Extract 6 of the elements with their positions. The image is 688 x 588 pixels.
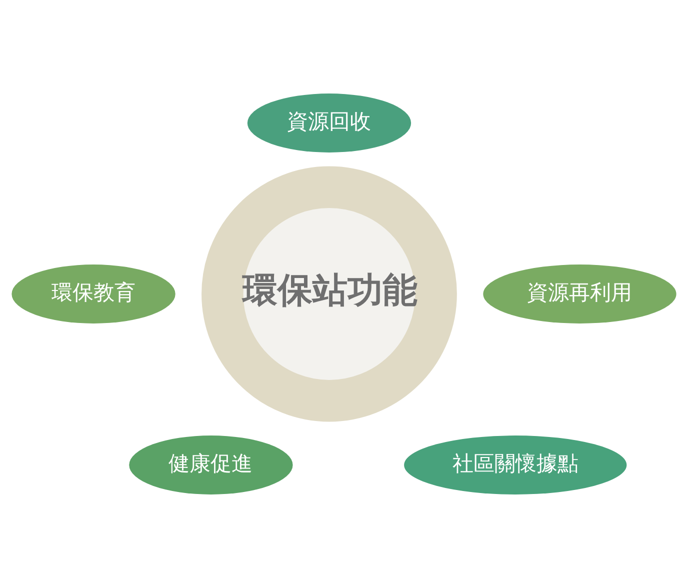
node-ellipse: 健康促進 [129, 436, 293, 494]
node-circle: 環保站功能 [202, 166, 457, 422]
node-ellipse: 資源再利用 [483, 264, 676, 324]
node-ellipse: 環保教育 [12, 264, 176, 324]
node-ellipse: 資源回收 [247, 94, 412, 152]
node-ellipse: 社區關懷據點 [404, 436, 627, 494]
